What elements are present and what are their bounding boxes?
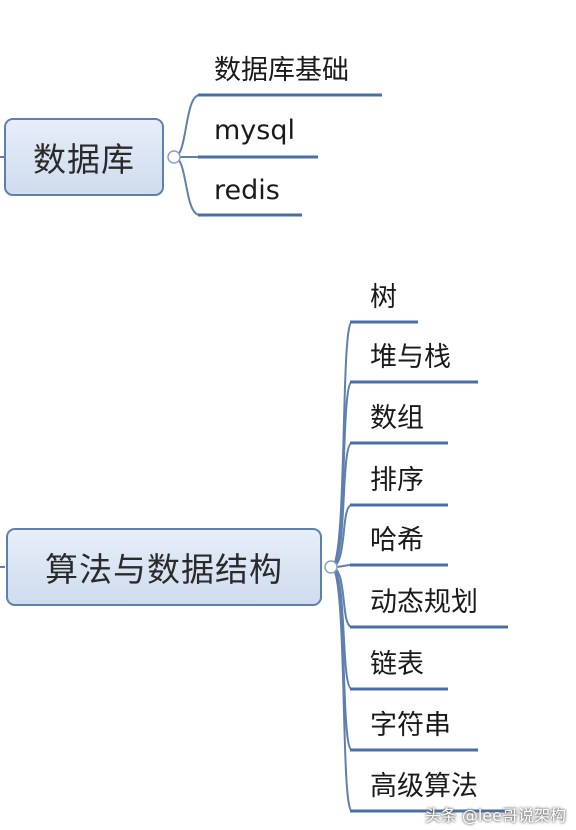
subtopic-hashing[interactable]: 哈希 [370, 525, 424, 556]
subtopic-database-basics[interactable]: 数据库基础 [214, 55, 349, 86]
collapse-handle[interactable] [167, 150, 181, 164]
subtopic-mysql[interactable]: mysql [214, 115, 295, 146]
subtopic-advanced-algorithms[interactable]: 高级算法 [370, 771, 478, 802]
branch-line-1 [173, 94, 201, 158]
branch-line-9 [330, 566, 353, 812]
subtopic-dynamic-programming[interactable]: 动态规划 [370, 587, 478, 618]
watermark: 头条 @lee哥说架构 [424, 806, 566, 825]
branch-line-3 [330, 442, 353, 568]
topic-database[interactable]: 数据库 [4, 118, 164, 196]
subtopic-array[interactable]: 数组 [370, 403, 424, 434]
branch-line-2 [330, 381, 353, 568]
subtopic-sorting[interactable]: 排序 [370, 465, 424, 496]
subtopic-heap-stack[interactable]: 堆与栈 [370, 342, 451, 373]
subtopic-tree[interactable]: 树 [370, 282, 397, 313]
topic-label: 算法与数据结构 [45, 550, 283, 589]
subtopic-string[interactable]: 字符串 [370, 710, 451, 741]
subtopic-redis[interactable]: redis [214, 175, 280, 206]
subtopic-linked-list[interactable]: 链表 [370, 649, 424, 680]
collapse-handle[interactable] [324, 560, 338, 574]
topic-algorithms-branches [0, 320, 508, 813]
topic-database-branches [0, 93, 382, 217]
branch-line-3 [173, 156, 201, 216]
topic-algorithms-data-structures[interactable]: 算法与数据结构 [6, 528, 322, 606]
topic-label: 数据库 [33, 140, 135, 179]
